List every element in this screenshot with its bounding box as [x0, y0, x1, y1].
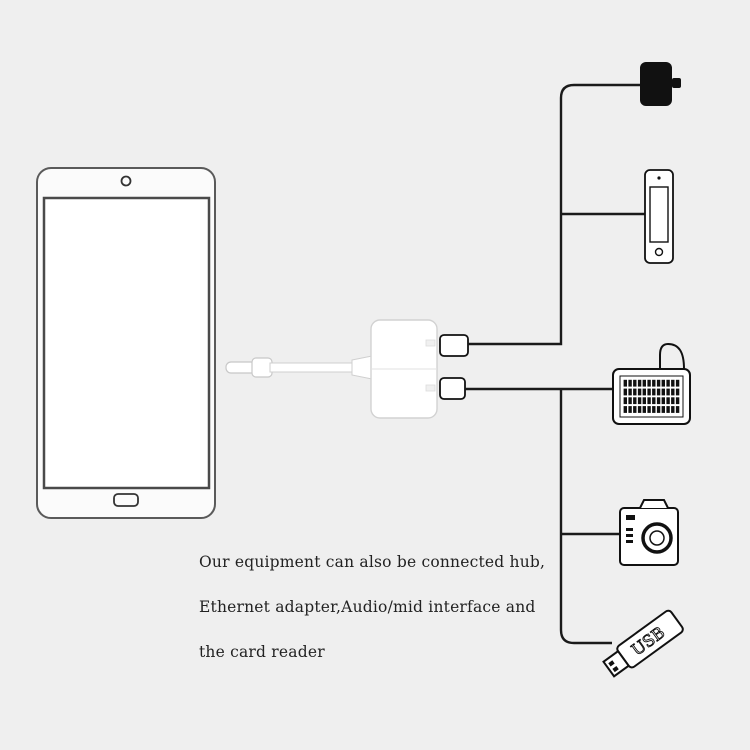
keyboard-key	[633, 379, 637, 387]
connection-lines	[465, 83, 645, 645]
camera-icon	[619, 499, 679, 566]
keyboard-key	[647, 388, 651, 396]
caption-line-1: Our equipment can also be connected hub,	[199, 553, 546, 571]
keyboard-key	[656, 406, 661, 413]
keyboard-key	[656, 388, 661, 396]
keyboard-key	[671, 379, 675, 387]
caption-text: Our equipment can also be connected hub,…	[199, 540, 559, 675]
adapter-plug-bottom	[439, 377, 466, 400]
caption-line-2: Ethernet adapter,Audio/mid interface and	[199, 598, 536, 616]
keyboard-key	[647, 379, 651, 387]
keyboard-key	[666, 388, 670, 396]
keyboard-key	[656, 379, 661, 387]
keyboard-key	[642, 406, 646, 413]
keyboard-key	[652, 388, 656, 396]
caption-line-3: the card reader	[199, 643, 325, 661]
keyboard-key	[628, 406, 632, 413]
keyboard-key	[637, 379, 642, 387]
keyboard-key	[623, 406, 627, 413]
keyboard-key	[642, 388, 646, 396]
keyboard-key	[661, 397, 665, 405]
keyboard-key	[675, 397, 680, 405]
keyboard-key	[642, 379, 646, 387]
power-plug-icon	[640, 62, 681, 106]
keyboard-key	[623, 397, 627, 405]
usb-drive-icon: USB	[602, 609, 684, 678]
keyboard-key	[666, 397, 670, 405]
keyboard-key	[671, 388, 675, 396]
keyboard-key	[623, 379, 627, 387]
keyboard-key	[637, 406, 642, 413]
keyboard-key	[661, 379, 665, 387]
keyboard-key	[671, 406, 675, 413]
keyboard-key	[652, 406, 656, 413]
smartphone-icon	[644, 169, 674, 264]
keyboard-key	[637, 388, 642, 396]
keyboard-key	[628, 388, 632, 396]
keyboard-key	[642, 397, 646, 405]
keyboard-key	[652, 397, 656, 405]
keyboard-key	[675, 388, 680, 396]
keyboard-icon	[612, 342, 691, 425]
keyboard-key	[637, 397, 642, 405]
keyboard-key	[628, 397, 632, 405]
tablet-icon	[36, 167, 216, 519]
keyboard-key	[671, 397, 675, 405]
adapter-icon	[370, 319, 438, 419]
keyboard-key	[666, 379, 670, 387]
keyboard-keys	[623, 379, 680, 413]
keyboard-key	[628, 379, 632, 387]
keyboard-key	[675, 379, 680, 387]
adapter-plug-top	[439, 334, 469, 357]
keyboard-key	[661, 388, 665, 396]
keyboard-key	[652, 379, 656, 387]
keyboard-key	[666, 406, 670, 413]
keyboard-key	[623, 388, 627, 396]
keyboard-key	[633, 397, 637, 405]
keyboard-key	[633, 388, 637, 396]
keyboard-key	[633, 406, 637, 413]
keyboard-key	[647, 397, 651, 405]
keyboard-key	[675, 406, 680, 413]
keyboard-key	[656, 397, 661, 405]
keyboard-key	[661, 406, 665, 413]
keyboard-key	[647, 406, 651, 413]
lightning-cable-icon	[225, 355, 373, 380]
